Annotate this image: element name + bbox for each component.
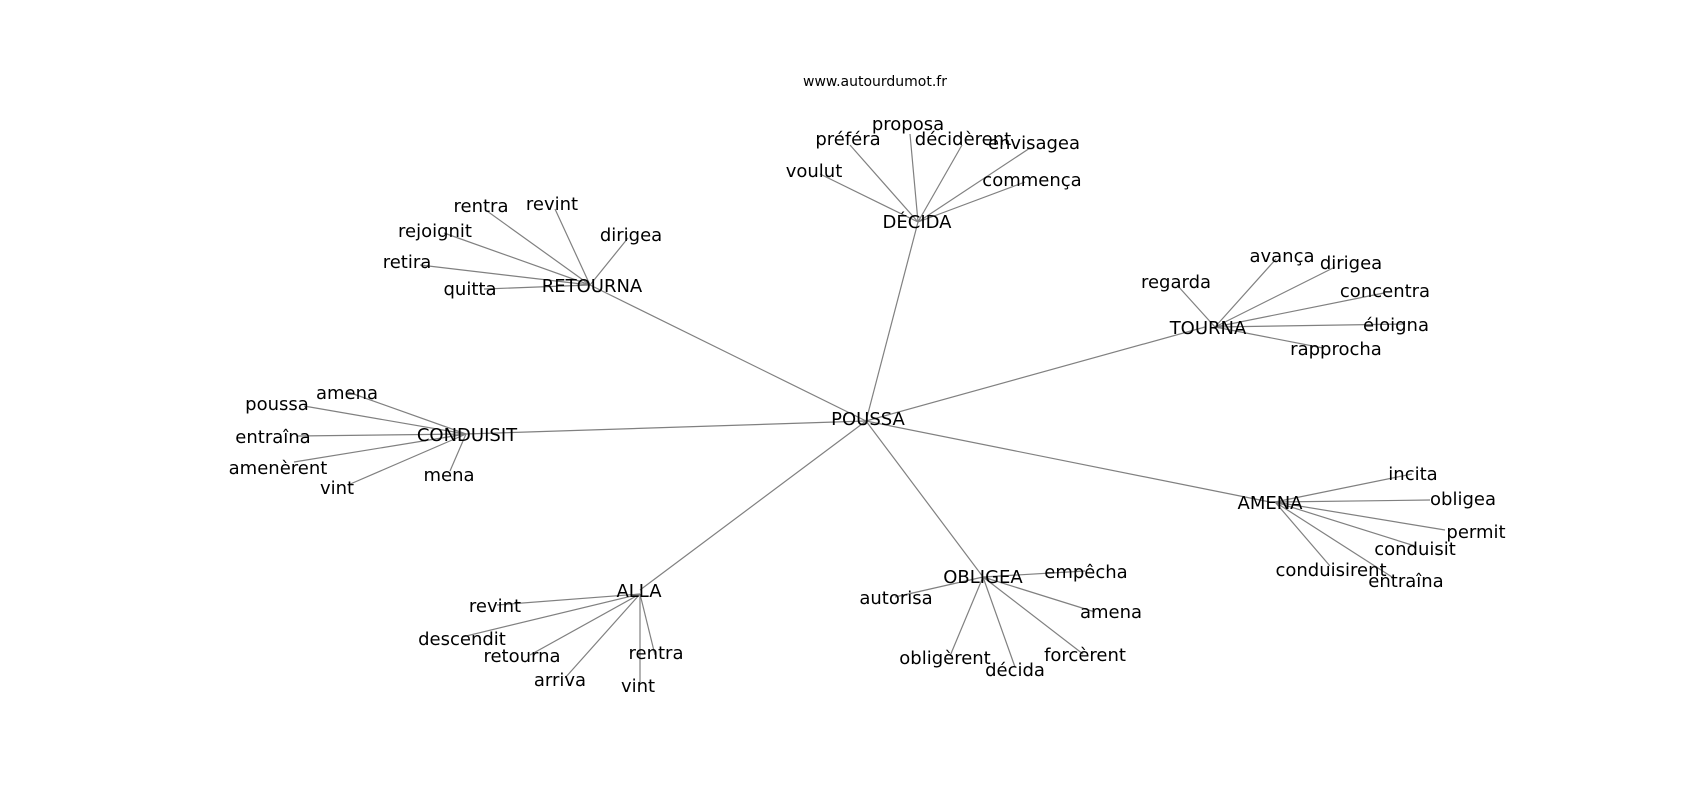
edge-root-obligea — [865, 420, 984, 578]
hub-node-decida: DÉCIDA — [883, 211, 953, 233]
leaf-node: avança — [1249, 246, 1314, 267]
leaf-node: entraîna — [235, 427, 310, 448]
leaf-node: amena — [1080, 602, 1142, 623]
leaf-node: rentra — [629, 643, 684, 664]
cluster-decida-edges — [819, 133, 1031, 223]
leaf-node: quitta — [444, 279, 497, 300]
leaf-node: vint — [320, 478, 354, 499]
root-node: POUSSA — [831, 409, 905, 430]
leaf-node: rentra — [454, 196, 509, 217]
leaf-node: préféra — [815, 129, 880, 150]
site-url: www.autourdumot.fr — [803, 74, 947, 90]
leaf-node: poussa — [245, 394, 309, 415]
leaf-node: arriva — [534, 670, 586, 691]
hub-node-tourna: TOURNA — [1169, 318, 1247, 339]
leaf-node: décida — [985, 660, 1045, 681]
cluster-amena-edges — [1274, 473, 1446, 578]
cluster-obligea-edges — [894, 570, 1096, 668]
leaf-node: empêcha — [1044, 562, 1127, 583]
hub-node-alla: ALLA — [616, 581, 662, 602]
leaf-node: proposa — [872, 114, 944, 135]
cluster-retourna-edges — [419, 208, 629, 290]
leaf-node: revint — [526, 194, 578, 215]
edge-root-retourna — [589, 284, 867, 422]
leaf-node: descendit — [418, 629, 506, 650]
leaf-node: incita — [1388, 464, 1437, 485]
leaf-node: regarda — [1141, 272, 1211, 293]
edge-root-tourna — [865, 326, 1206, 422]
leaf-node: obligèrent — [899, 648, 991, 669]
leaf-node: mena — [423, 465, 474, 486]
leaf-node: forcèrent — [1044, 645, 1126, 666]
cluster-conduisit-edges — [293, 391, 467, 486]
leaf-node: obligea — [1430, 489, 1496, 510]
leaf-node: conduisit — [1374, 539, 1456, 560]
leaf-node: permit — [1446, 522, 1505, 543]
leaf-node: retourna — [483, 646, 560, 667]
leaf-node: envisagea — [988, 133, 1080, 154]
leaf-node: décidèrent — [915, 129, 1011, 150]
root-edges — [465, 221, 1271, 591]
leaf-node: voulut — [786, 161, 843, 182]
leaf-node: vint — [621, 676, 655, 697]
leaf-node: dirigea — [1320, 253, 1382, 274]
leaf-node: amenèrent — [229, 458, 328, 479]
cluster-alla-edges — [461, 593, 656, 685]
leaf-node: revint — [469, 596, 521, 617]
hub-node-conduisit: CONDUISIT — [417, 425, 518, 446]
cluster-tourna-edges — [1176, 258, 1406, 349]
hub-node-retourna: RETOURNA — [542, 276, 643, 297]
edge-root-amena — [865, 420, 1271, 503]
leaf-node: concentra — [1340, 281, 1430, 302]
hub-node-obligea: OBLIGEA — [943, 567, 1023, 588]
edge-root-conduisit — [465, 420, 867, 435]
leaf-node: entraîna — [1368, 571, 1443, 592]
leaf-node: autorisa — [859, 588, 932, 609]
leaf-node: rejoignit — [398, 221, 472, 242]
leaf-node: rapprocha — [1290, 339, 1382, 360]
edge-root-alla — [639, 420, 867, 591]
leaf-node: retira — [383, 252, 432, 273]
leaf-node: commença — [982, 170, 1081, 191]
leaf-node: dirigea — [600, 225, 662, 246]
leaf-node: amena — [316, 383, 378, 404]
leaf-node: éloigna — [1363, 315, 1429, 336]
leaf-node: conduisirent — [1275, 560, 1386, 581]
edge-root-decida — [865, 221, 919, 422]
hub-node-amena: AMENA — [1238, 493, 1304, 514]
